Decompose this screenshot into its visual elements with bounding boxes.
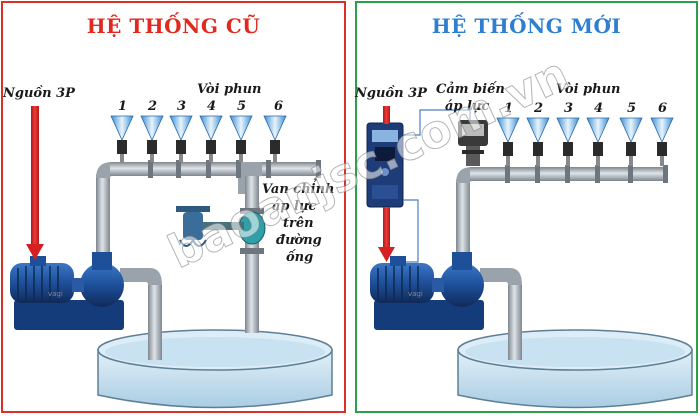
new-nozzle-number: 4 [594, 101, 604, 116]
old-pump-icon [10, 252, 124, 330]
old-suction-pipe [120, 268, 162, 360]
new-suction-pipe [480, 268, 522, 360]
nozzle-icon [140, 115, 164, 162]
new-sprinkler-label: Vòi phun [556, 82, 621, 97]
nozzle-icon [169, 115, 193, 162]
new-pump-brand: vagi [408, 290, 423, 298]
new-power-arrow [378, 106, 395, 262]
old-pump-brand: vagi [48, 290, 63, 298]
old-nozzle-number: 1 [118, 99, 128, 114]
nozzle-icon [199, 115, 223, 162]
nozzle-icon [110, 115, 134, 162]
old-nozzle-number: 4 [207, 99, 217, 114]
old-sprinklers [110, 115, 287, 162]
pressure-valve-icon [176, 206, 266, 247]
inverter-icon [366, 122, 404, 208]
new-nozzle-number: 6 [658, 101, 668, 116]
valve-label-line: trên [283, 216, 314, 231]
old-source-label: Nguồn 3P [3, 86, 75, 101]
old-nozzle-number: 2 [148, 99, 158, 114]
nozzle-icon [619, 117, 643, 166]
new-sprinklers [496, 117, 674, 166]
valve-label-line: áp lực [272, 199, 317, 214]
new-nozzle-number: 3 [564, 101, 574, 116]
new-nozzle-number: 1 [504, 101, 514, 116]
new-water-tank [457, 329, 693, 409]
new-nozzle-number: 2 [534, 101, 544, 116]
nozzle-icon [263, 115, 287, 162]
old-water-tank [97, 329, 333, 409]
nozzle-icon [556, 117, 580, 166]
nozzle-icon [526, 117, 550, 166]
nozzle-icon [650, 117, 674, 166]
old-main-pipe [96, 160, 321, 333]
old-power-arrow [26, 106, 44, 260]
new-nozzle-number: 5 [627, 101, 637, 116]
sensor-label-line: áp lực [445, 99, 490, 114]
old-nozzle-number: 6 [274, 99, 284, 114]
nozzle-icon [229, 115, 253, 162]
valve-label-line: ống [286, 250, 314, 265]
nozzle-icon [496, 117, 520, 166]
new-main-pipe [456, 165, 668, 255]
sensor-label-line: Cảm biến [436, 82, 505, 97]
old-sprinkler-label: Vòi phun [197, 82, 262, 97]
old-nozzle-number: 5 [237, 99, 247, 114]
new-source-label: Nguồn 3P [355, 86, 427, 101]
new-system-title: HỆ THỐNG MỚI [431, 14, 622, 38]
new-pump-icon [370, 252, 484, 330]
valve-label-line: đường [276, 233, 322, 248]
pressure-sensor-icon [458, 120, 488, 166]
old-nozzle-number: 3 [177, 99, 187, 114]
valve-label-line: Van chỉnh [262, 182, 335, 197]
control-wire [398, 109, 471, 263]
nozzle-icon [586, 117, 610, 166]
old-system-title: HỆ THỐNG CŨ [86, 14, 261, 38]
